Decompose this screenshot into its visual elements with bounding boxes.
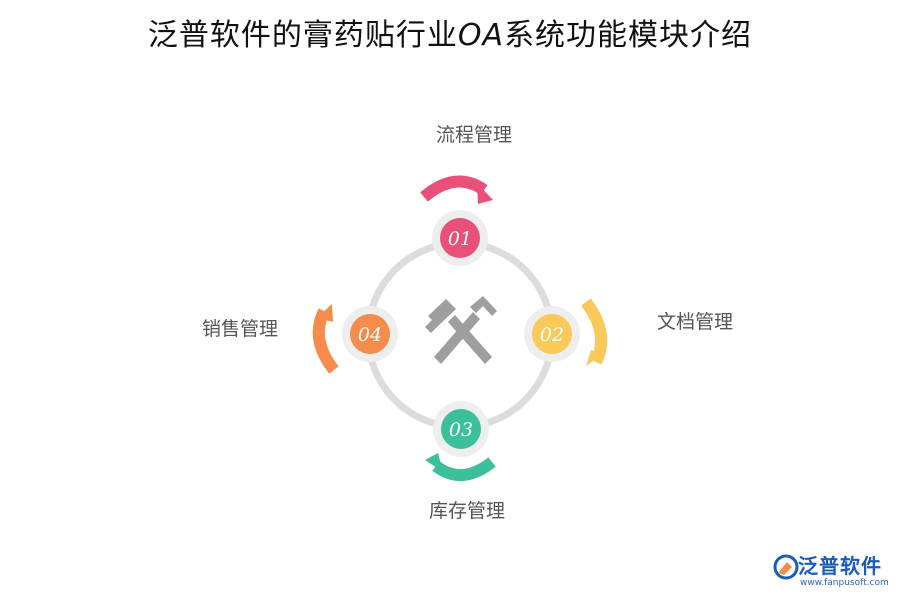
node-01-number: 01 (448, 228, 472, 250)
brand-name: 泛普软件 (798, 554, 882, 578)
module-label-02: 文档管理 (657, 311, 734, 333)
node-04-number: 04 (358, 324, 382, 346)
title-part-1: 泛普软件的膏药贴行业 (147, 18, 458, 53)
arrow-01 (420, 175, 493, 204)
node-02: 02 (524, 306, 580, 362)
module-label-04: 销售管理 (202, 318, 279, 340)
brand-url: www.fanpusoft.com (800, 578, 889, 588)
node-03-number: 03 (449, 419, 473, 441)
page-title: 泛普软件的膏药贴行业OA系统功能模块介绍 (0, 10, 900, 54)
arrow-04 (312, 304, 339, 374)
node-03-disc (441, 409, 481, 449)
module-label-03: 库存管理 (429, 500, 506, 522)
node-01-disc (440, 218, 480, 258)
crossed-hammers-icon (425, 296, 497, 364)
title-part-2: 系统功能模块介绍 (504, 18, 753, 53)
title-latin: OA (457, 18, 505, 53)
node-02-disc (532, 314, 572, 354)
arrow-02 (581, 298, 608, 366)
arrow-03 (425, 453, 496, 482)
node-04-disc (350, 314, 390, 354)
module-label-01: 流程管理 (436, 124, 513, 146)
brand-logo: 泛普软件 www.fanpusoft.com (772, 553, 892, 595)
node-04: 04 (342, 306, 398, 362)
node-01: 01 (432, 210, 488, 266)
node-03: 03 (433, 401, 489, 457)
brand-mark-icon (773, 554, 799, 580)
node-02-number: 02 (540, 324, 564, 346)
